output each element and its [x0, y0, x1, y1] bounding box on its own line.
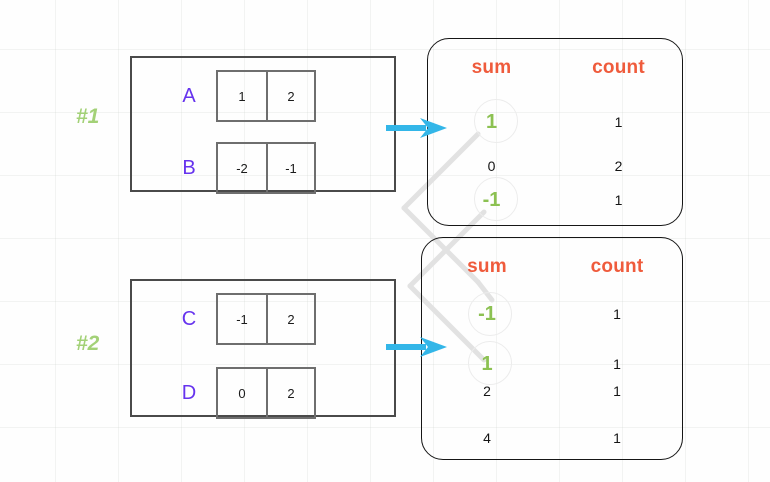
- row-cells-A: 1 2: [216, 70, 316, 122]
- agg-bottom-header-row: sum count: [422, 256, 682, 278]
- row-label-D: D: [181, 381, 197, 404]
- agg-top-header-row: sum count: [428, 57, 682, 79]
- cell-D-0: 0: [238, 385, 246, 401]
- agg-bottom-count-2: 1: [613, 383, 621, 399]
- input-row-A: A 1 2: [162, 70, 316, 122]
- agg-top-count-0: 1: [614, 114, 623, 130]
- row-label-B: B: [182, 156, 196, 179]
- agg-top-row-1: 0 2: [428, 143, 682, 189]
- agg-bottom-header-count: count: [590, 256, 644, 277]
- cell-B-1: -1: [266, 144, 314, 192]
- row-cells-C: -1 2: [216, 293, 316, 345]
- agg-bottom-header-sum: sum: [467, 256, 507, 277]
- cell-D-1: 2: [266, 369, 314, 417]
- agg-table-top: sum count 1 1 0 2 -1 1: [427, 38, 683, 226]
- agg-bottom-row-3: 4 1: [422, 415, 682, 461]
- agg-top-sum-0: 1: [485, 110, 498, 133]
- agg-top-count-1: 2: [614, 158, 623, 174]
- row-cells-D: 0 2: [216, 367, 316, 419]
- agg-top-sum-1: 0: [487, 158, 496, 174]
- input-row-B: B -2 -1: [162, 142, 316, 194]
- agg-bottom-sum-1: 1: [481, 352, 493, 375]
- agg-top-row-2: -1 1: [428, 177, 682, 223]
- row-cells-B: -2 -1: [216, 142, 316, 194]
- row-label-A: A: [182, 84, 196, 107]
- agg-bottom-row-2: 2 1: [422, 368, 682, 414]
- agg-bottom-count-1: 1: [613, 356, 621, 372]
- agg-top-sum-2: -1: [482, 188, 501, 211]
- cell-A-1: 2: [266, 72, 314, 120]
- agg-bottom-row-0: -1 1: [422, 291, 682, 337]
- group-label-2: #2: [76, 332, 100, 355]
- agg-bottom-sum-2: 2: [483, 383, 491, 399]
- cell-C-1: 2: [266, 295, 314, 343]
- input-row-C: C -1 2: [162, 293, 316, 345]
- agg-bottom-row-1: 1 1: [422, 341, 682, 387]
- cell-A-0: 1: [238, 88, 246, 104]
- agg-bottom-sum-0: -1: [478, 302, 496, 325]
- input-panel-group2: C -1 2 D 0 2: [130, 279, 396, 419]
- group-label-1: #1: [76, 105, 100, 128]
- row-label-C: C: [181, 307, 197, 330]
- agg-top-header-sum: sum: [471, 57, 512, 78]
- agg-bottom-count-0: 1: [613, 306, 621, 322]
- agg-bottom-sum-3: 4: [483, 430, 491, 446]
- agg-top-count-2: 1: [614, 192, 623, 208]
- agg-top-header-count: count: [592, 57, 645, 78]
- cell-B-0: -2: [236, 160, 248, 176]
- agg-table-bottom: sum count -1 1 1 1 2 1 4 1: [421, 237, 683, 460]
- cell-C-0: -1: [236, 311, 248, 327]
- agg-bottom-count-3: 1: [613, 430, 621, 446]
- input-panel-group1: A 1 2 B -2 -1: [130, 56, 396, 194]
- input-row-D: D 0 2: [162, 367, 316, 419]
- agg-top-row-0: 1 1: [428, 99, 682, 145]
